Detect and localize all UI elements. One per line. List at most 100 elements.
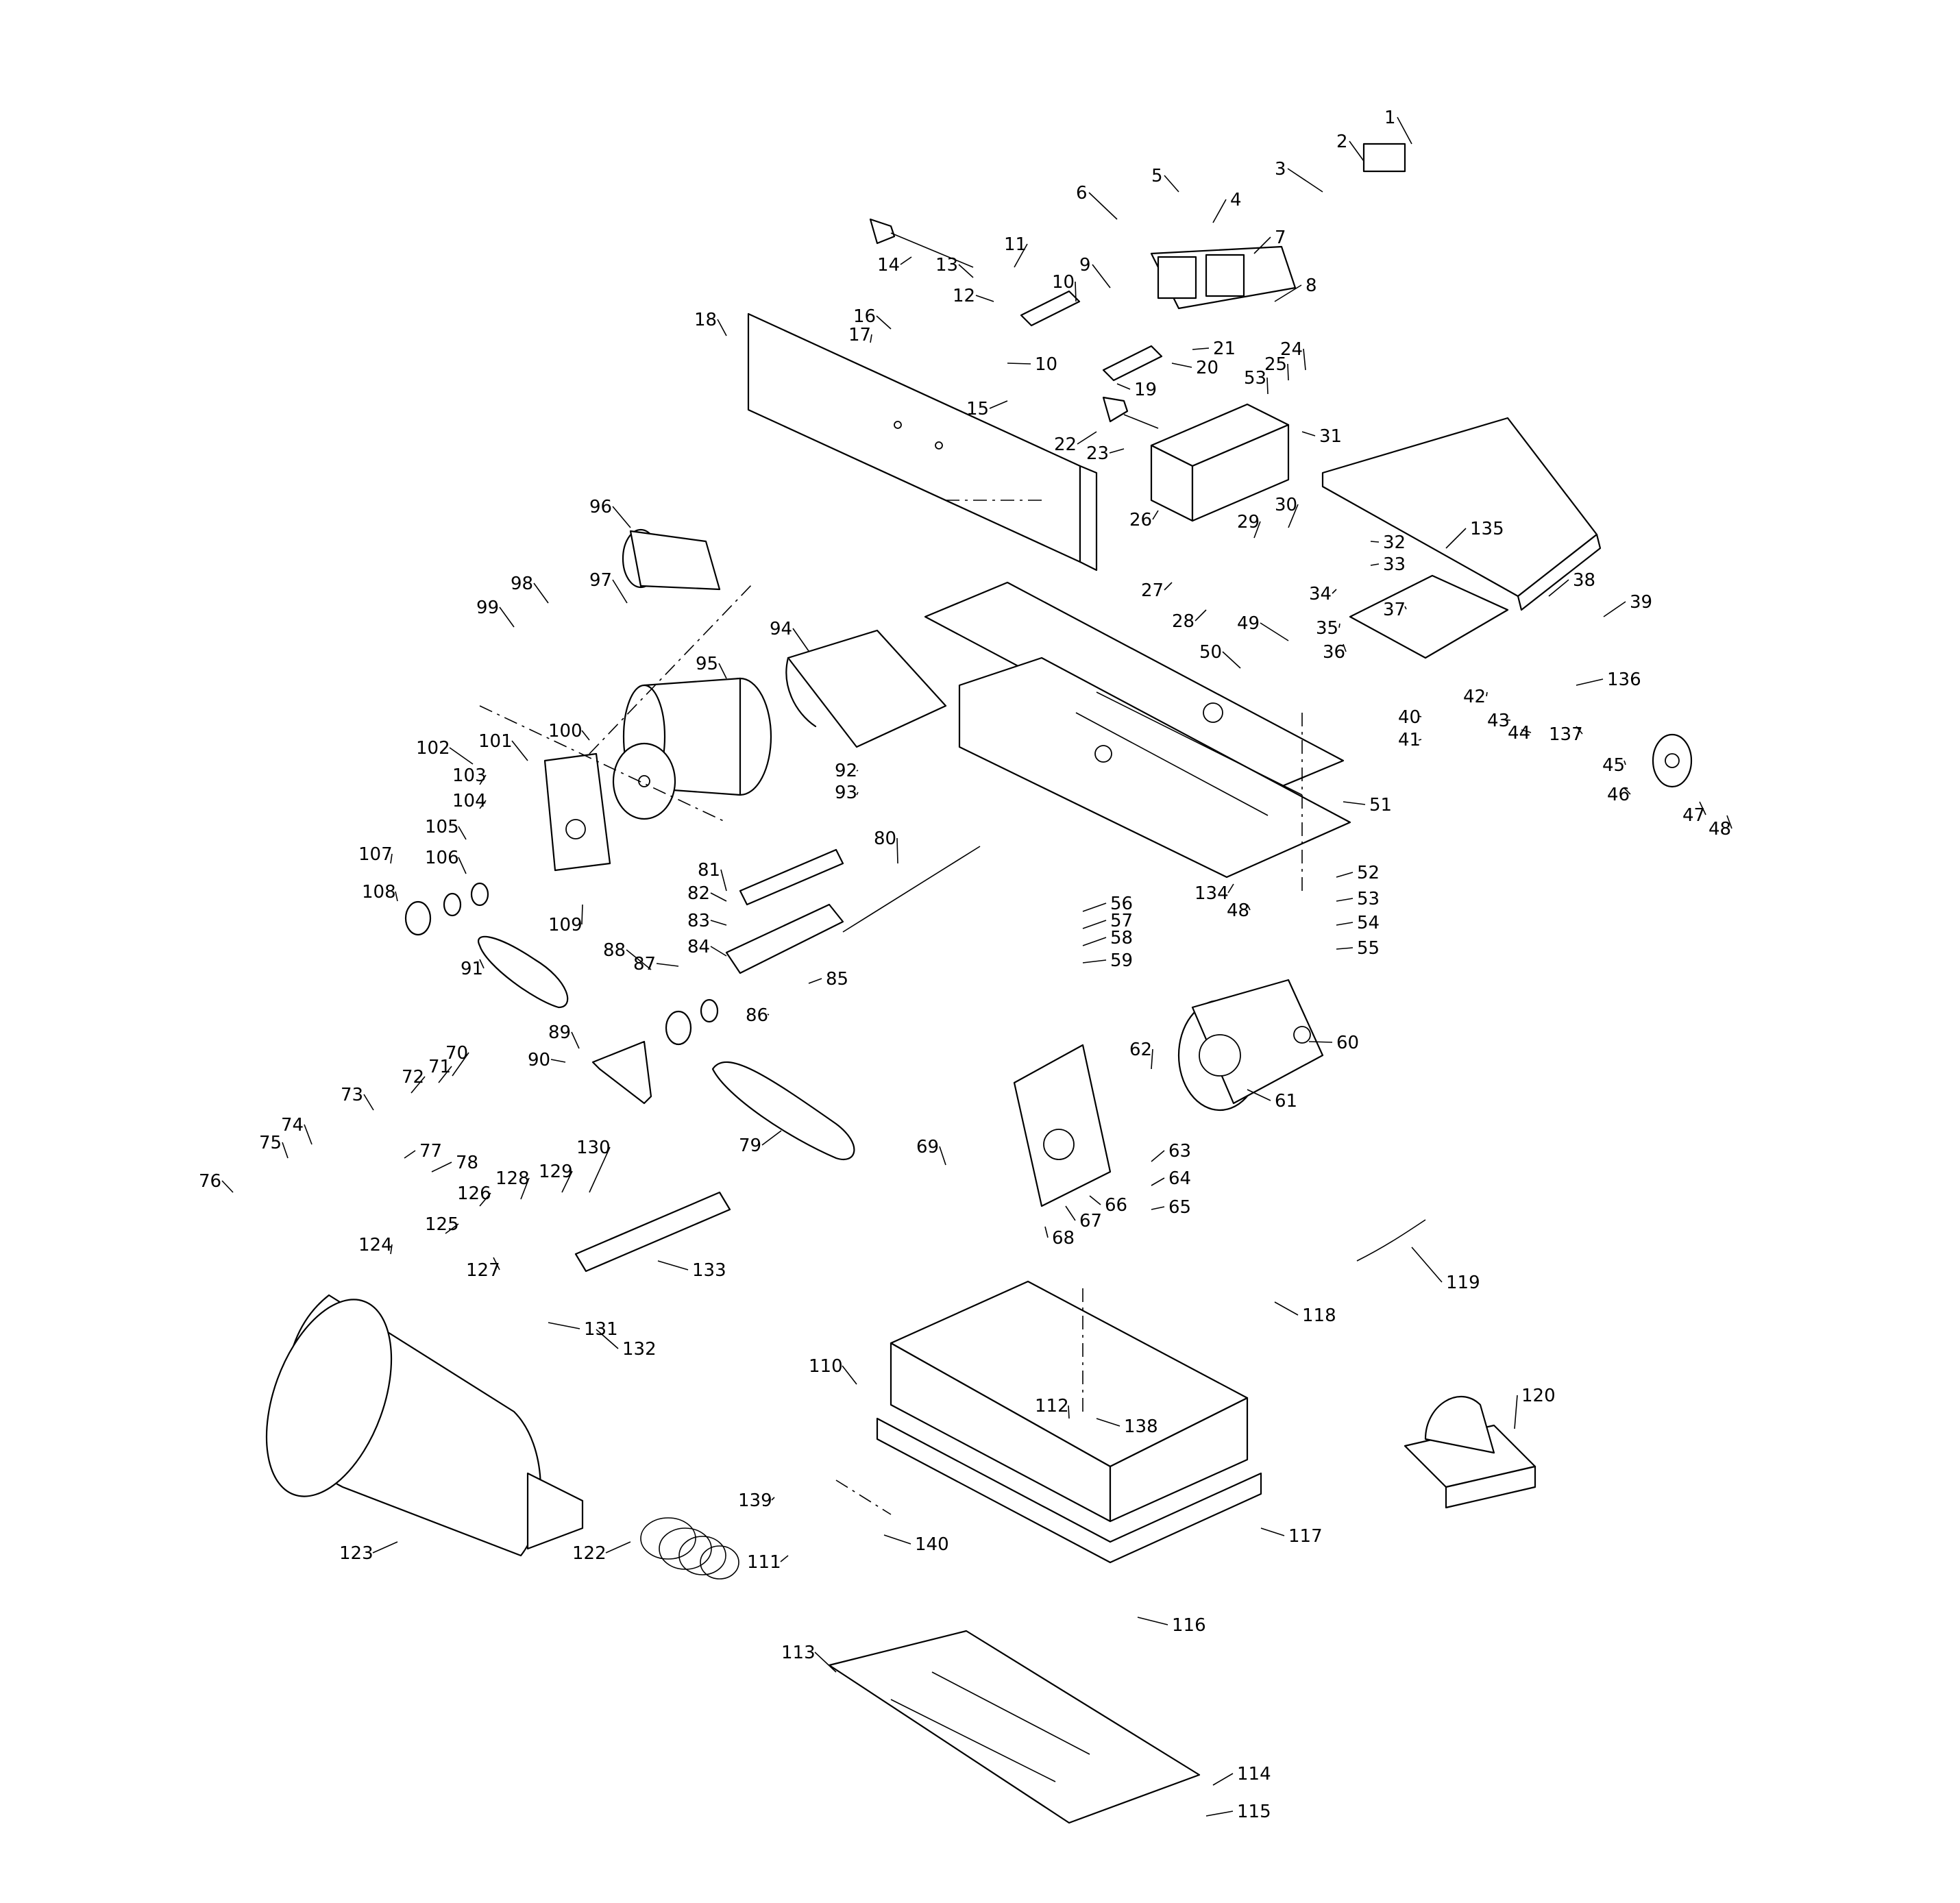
callout-label: 45: [1602, 755, 1625, 776]
callout-leader: [438, 1066, 452, 1083]
callout-leader: [499, 606, 515, 628]
callout-99: 99: [476, 598, 515, 628]
callout-label: 107: [358, 844, 393, 865]
callout-label: 37: [1383, 600, 1406, 620]
callout-leader: [1082, 920, 1107, 929]
callout-label: 43: [1487, 711, 1510, 731]
callout-label: 130: [576, 1138, 611, 1158]
callout-140: 140: [883, 1534, 949, 1555]
callout-leader: [1336, 872, 1353, 878]
callout-leader: [1260, 1527, 1285, 1536]
callout-label: 123: [339, 1543, 373, 1564]
callout-label: 140: [915, 1534, 949, 1555]
callout-63: 63: [1151, 1141, 1191, 1162]
callout-leader: [1624, 787, 1631, 795]
callout-leader: [1576, 678, 1604, 686]
callout-label: 104: [452, 791, 487, 811]
callout-53: 53: [1244, 368, 1269, 395]
callout-10: 10: [1052, 272, 1077, 302]
callout-leader: [1092, 264, 1111, 288]
callout-leader: [1576, 726, 1583, 735]
callout-2: 2: [1336, 132, 1364, 162]
callout-label: 136: [1607, 670, 1641, 690]
callout-leader: [1222, 651, 1241, 669]
callout-label: 30: [1275, 495, 1297, 515]
callout-label: 110: [809, 1356, 843, 1377]
callout-leader: [780, 1555, 789, 1562]
callout-128: 128: [495, 1168, 530, 1200]
callout-64: 64: [1151, 1168, 1191, 1189]
callout-label: 109: [548, 915, 583, 935]
callout-label: 2: [1336, 132, 1348, 152]
callout-38: 38: [1548, 570, 1595, 597]
callout-73: 73: [341, 1085, 374, 1111]
callout-leader: [767, 1014, 770, 1016]
callout-label: 58: [1110, 928, 1133, 948]
callout-leader: [1521, 729, 1532, 733]
assembly-leader-lines: [479, 500, 1303, 1515]
callout-22: 22: [1054, 431, 1097, 455]
callout-label: 67: [1079, 1211, 1102, 1231]
callout-label: 132: [622, 1339, 657, 1360]
callout-35: 35: [1316, 618, 1340, 639]
callout-5: 5: [1151, 166, 1179, 193]
callout-leader: [395, 891, 398, 902]
callout-112: 112: [1035, 1396, 1070, 1419]
callout-28: 28: [1172, 609, 1207, 632]
callout-leader: [1164, 582, 1173, 591]
callout-leader: [656, 963, 679, 967]
callout-10: 10: [1007, 354, 1057, 375]
callout-leader: [561, 1170, 573, 1193]
callout-label: 118: [1302, 1305, 1336, 1326]
fence-rail: [1150, 403, 1290, 522]
callout-leader: [479, 959, 485, 969]
callout-46: 46: [1607, 785, 1631, 805]
callout-label: 95: [696, 654, 718, 674]
callout-leader: [657, 1260, 689, 1270]
callout-75: 75: [259, 1133, 289, 1159]
callout-label: 4: [1230, 190, 1242, 210]
callout-label: 99: [476, 598, 499, 618]
callout-94: 94: [770, 619, 809, 652]
callout-label: 84: [687, 937, 710, 957]
callout-130: 130: [576, 1138, 611, 1193]
callout-leader: [1065, 1205, 1076, 1221]
callout-60: 60: [1308, 1033, 1359, 1053]
callout-leader: [1109, 448, 1125, 454]
callout-55: 55: [1336, 938, 1380, 959]
callout-leader: [718, 663, 727, 679]
callout-leader: [710, 920, 727, 926]
callout-108: 108: [362, 882, 398, 903]
callout-139: 139: [738, 1490, 775, 1511]
impeller: [612, 742, 676, 820]
callout-label: 7: [1275, 228, 1286, 248]
callout-1: 1: [1384, 108, 1412, 145]
bottom-plate: [828, 1630, 1201, 1824]
callout-leader: [958, 264, 974, 278]
handwheel-knob: [1652, 733, 1693, 788]
callout-label: 120: [1521, 1386, 1556, 1406]
callout-label: 10: [1052, 272, 1075, 293]
callout-label: 81: [698, 860, 720, 881]
callout-leader: [1349, 140, 1364, 162]
callout-label: 50: [1199, 642, 1222, 663]
callout-8: 8: [1274, 275, 1317, 302]
callout-leader: [479, 774, 487, 785]
callout-18: 18: [694, 310, 727, 336]
callout-label: 112: [1035, 1396, 1069, 1416]
callout-17: 17: [848, 325, 872, 345]
callout-92: 92: [835, 761, 859, 781]
callout-label: 60: [1336, 1033, 1359, 1053]
callout-14: 14: [877, 255, 912, 275]
callout-leader: [1445, 528, 1467, 549]
callout-leader: [282, 1142, 289, 1159]
callout-40: 40: [1398, 707, 1422, 728]
callout-3: 3: [1275, 159, 1323, 193]
callout-104: 104: [452, 791, 487, 811]
callout-label: 131: [584, 1319, 618, 1340]
callout-69: 69: [916, 1137, 946, 1166]
callout-41: 41: [1398, 730, 1422, 750]
callout-leader: [479, 800, 487, 809]
blower-pulley: [404, 882, 489, 936]
